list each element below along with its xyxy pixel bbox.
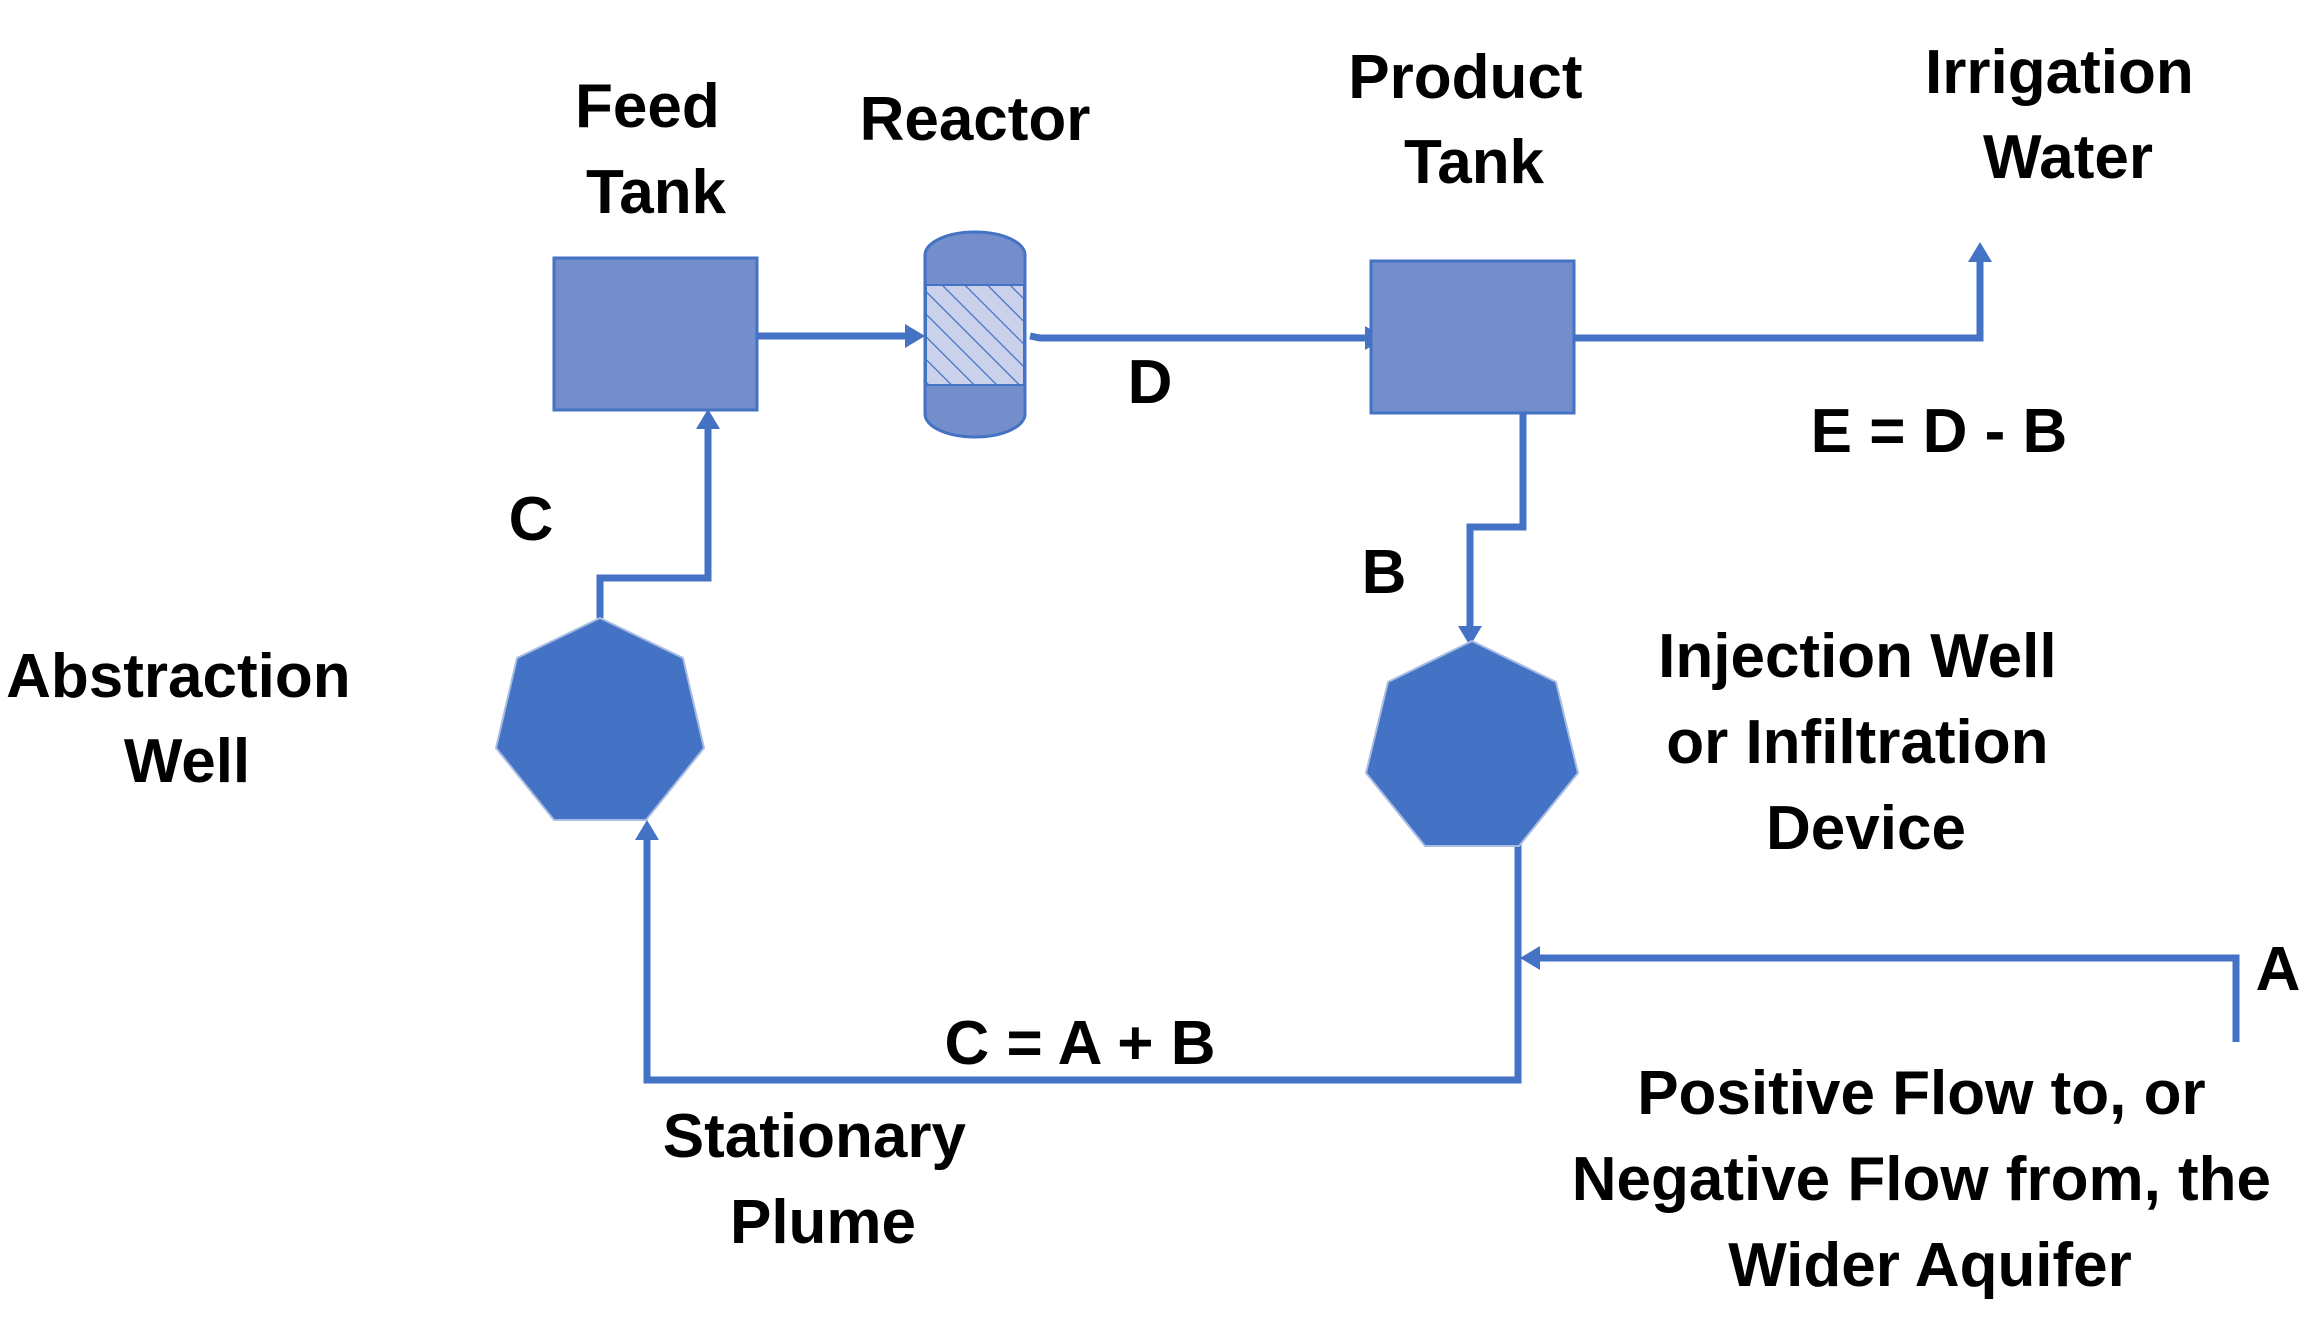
arrowhead-to-irrigation bbox=[1968, 242, 1992, 262]
reactor-label: Reactor bbox=[860, 85, 1091, 154]
arrowhead-aquifer-junction bbox=[1520, 946, 1540, 970]
flow-label-d: D bbox=[1128, 348, 1173, 417]
irrigation-water-label: Irrigation Water bbox=[1925, 38, 2211, 192]
product-tank-label: Product Tank bbox=[1348, 43, 1599, 197]
abstraction-well-label: Abstraction Well bbox=[6, 642, 368, 796]
product-tank bbox=[1369, 259, 1576, 415]
arrowhead-into-reactor bbox=[905, 324, 925, 348]
stationary-plume-label: Stationary Plume bbox=[663, 1102, 983, 1257]
feed-tank bbox=[552, 256, 759, 412]
flow-line-a-aquifer bbox=[1535, 954, 2240, 1042]
injection-well bbox=[1364, 639, 1580, 847]
flow-equation-c: C = A + B bbox=[944, 1009, 1215, 1078]
arrowhead-into-feed-tank bbox=[696, 409, 720, 429]
flow-label-c: C bbox=[509, 485, 554, 554]
flow-line-e-to-irrigation bbox=[1572, 258, 1984, 342]
feed-tank-label: Feed Tank bbox=[575, 72, 737, 227]
flow-equation-e: E = D - B bbox=[1811, 397, 2068, 466]
flow-label-b: B bbox=[1362, 538, 1407, 607]
aquifer-label: Positive Flow to, or Negative Flow from,… bbox=[1572, 1059, 2289, 1300]
flow-line-c-abstraction-to-feed bbox=[596, 425, 712, 618]
flow-line-b-product-to-injection bbox=[1466, 412, 1527, 628]
reactor-packed-bed bbox=[925, 284, 1025, 386]
arrowhead-into-injection-well bbox=[1458, 626, 1482, 646]
reactor-vessel bbox=[923, 230, 1027, 439]
injection-well-label: Injection Well or Infiltration Device bbox=[1658, 622, 2074, 863]
abstraction-well bbox=[494, 616, 706, 821]
arrowhead-into-abstraction-well bbox=[635, 820, 659, 840]
flow-line-d-reactor-to-product bbox=[1029, 332, 1365, 342]
flow-line-plume bbox=[643, 838, 1522, 1084]
flow-label-a: A bbox=[2256, 935, 2301, 1004]
